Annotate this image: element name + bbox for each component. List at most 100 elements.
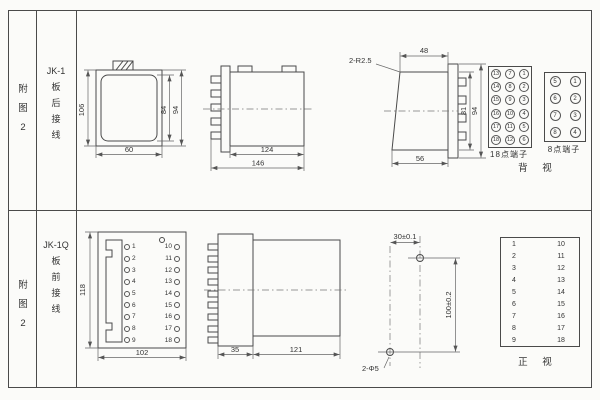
terminal-circle [174,325,180,332]
terminal-circle: 16 [491,108,501,119]
terminal-number: 1 [132,243,136,251]
terminal-number: 9 [132,336,136,344]
terminal-table-cell: 9 [512,337,516,344]
dim-front-width: 60 [125,145,133,154]
terminal-number: 6 [132,301,136,309]
terminal-circle: 8 [549,127,561,138]
terminal-number: 4 [132,278,136,286]
dim-holes-label: 2-Φ5 [362,364,379,373]
terminal-circle [174,302,180,309]
terminal-circle [174,278,180,285]
terminal-table-cell: 5 [512,289,516,296]
terminal-circle: 8 [505,81,515,92]
terminal-row: 17 [146,323,180,335]
terminal-number: 8 [132,325,136,333]
terminal-table-cell: 17 [557,325,565,332]
terminal-row: 18 [146,335,180,347]
terminal-row: 13 [146,276,180,288]
dim-corner-radius: 2-R2.5 [349,56,372,65]
terminal-row: 2 [124,253,136,265]
dim-socket-height: 118 [78,284,87,296]
terminal-number: 3 [132,266,136,274]
fig-label-char: 2 [20,122,26,133]
terminal-table-cell: 16 [557,313,565,320]
terminal-table-cell: 7 [512,313,516,320]
model-label-line: JK-1 [46,66,66,76]
terminal-circle: 7 [505,68,515,79]
terminal-table-cell: 4 [512,277,516,284]
terminal-circle: 11 [505,121,515,132]
terminal-circle: 1 [569,76,581,87]
terminal-panel-18-label: 18点端子 [490,150,528,159]
terminal-circle: 1 [519,68,529,79]
terminal-circle [124,325,130,332]
dim-plate-depth: 35 [231,345,239,354]
terminal-row: 14 [146,288,180,300]
terminal-row: 16 [146,311,180,323]
terminal-circle: 14 [491,81,501,92]
terminal-circle: 4 [569,127,581,138]
terminal-circle [124,290,130,297]
terminal-circle: 4 [519,108,529,119]
terminal-circle: 17 [491,121,501,132]
terminal-circle: 12 [505,135,515,146]
terminal-circle: 10 [505,108,515,119]
relay-front-view-drawing: 106 84 94 60 [77,60,186,158]
terminal-circle: 2 [569,93,581,104]
fig-label-char: 附 [18,280,28,291]
terminal-circle [124,313,130,320]
terminal-circle: 3 [519,95,529,106]
terminal-number: 7 [132,313,136,321]
terminal-circle: 18 [491,135,501,146]
terminal-circle: 2 [519,81,529,92]
terminal-circle: 3 [569,110,581,121]
terminal-table-cell: 13 [557,277,565,284]
terminal-number: 5 [132,290,136,298]
terminal-number: 18 [164,336,172,344]
terminal-number: 13 [164,278,172,286]
terminal-panel-8-label: 8点端子 [547,145,581,154]
dim-rear-top-width: 48 [420,46,428,55]
terminal-number: 11 [165,255,172,263]
fig-label-char: 图 [18,299,28,310]
terminal-circle: 6 [519,135,529,146]
terminal-row: 11 [146,253,180,265]
terminal-circle: 13 [491,68,501,79]
socket-front-view-drawing: 118 102 [78,231,187,361]
terminal-number: 10 [164,243,172,251]
dim-side-body-depth: 124 [261,145,274,154]
dim-front-inner-height: 84 [159,106,168,114]
terminal-circle: 9 [505,95,515,106]
terminal-circle [124,302,130,309]
model-label-line: 线 [51,304,61,314]
terminal-table-cell: 1 [512,241,516,248]
socket-left-terminals: 1 2 3 4 5 6 7 8 9 [124,241,136,346]
terminal-circle [174,337,180,344]
fig-label-char: 图 [18,103,28,114]
terminal-row: 10 [146,241,180,253]
terminal-table-cell: 10 [557,241,565,248]
terminal-circle [174,255,180,262]
dim-rear-outer-height: 94 [470,107,479,115]
terminal-table-cell: 11 [557,253,565,260]
dim-rear-inner-height: 81 [459,107,468,115]
model-label-line: 板 [51,256,61,266]
model-label-line: 线 [51,130,61,140]
socket-right-terminals: 10 11 12 13 14 15 16 17 18 [146,241,180,346]
terminal-circle [174,267,180,274]
terminal-row: 4 [124,276,136,288]
dim-body-depth: 121 [290,345,303,354]
terminal-table-cell: 12 [557,265,565,272]
dim-socket-width: 102 [136,348,149,357]
terminal-row: 9 [124,335,136,347]
terminal-row: 12 [146,264,180,276]
terminal-row: 5 [124,288,136,300]
back-view-label: 背 视 [518,163,558,174]
terminal-row: 6 [124,299,136,311]
terminal-circle: 15 [491,95,501,106]
